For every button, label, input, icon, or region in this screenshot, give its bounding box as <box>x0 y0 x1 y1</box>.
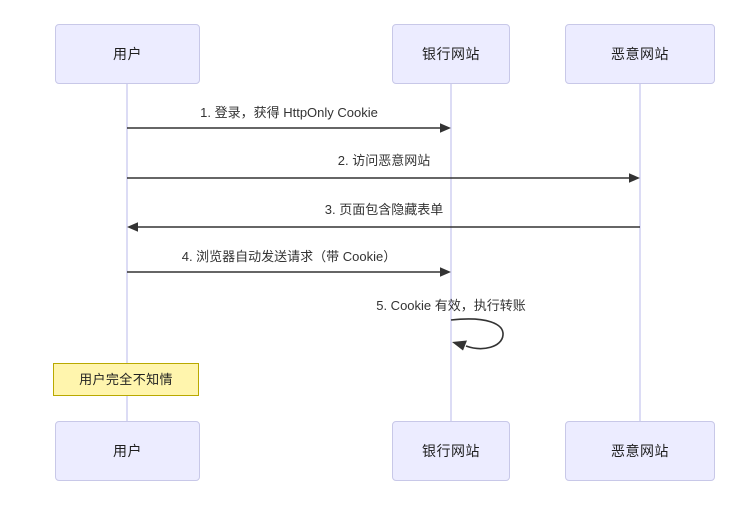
participant-box-bank-top[interactable]: 银行网站 <box>392 24 510 84</box>
participant-box-bank-bottom[interactable]: 银行网站 <box>392 421 510 481</box>
participant-label-malicious-top: 恶意网站 <box>611 46 669 62</box>
participant-label-bank-top: 银行网站 <box>422 46 480 62</box>
participant-label-user-bottom: 用户 <box>113 443 142 459</box>
note-text: 用户完全不知情 <box>79 372 173 387</box>
note-user-unaware[interactable]: 用户完全不知情 <box>53 363 199 396</box>
message-arrow-1 <box>127 123 451 133</box>
message-arrow-2 <box>127 173 640 183</box>
message-label-1: 1. 登录，获得 HttpOnly Cookie <box>200 105 378 120</box>
message-label-3: 3. 页面包含隐藏表单 <box>324 202 444 217</box>
lifeline-user <box>126 84 128 421</box>
participant-box-user-top[interactable]: 用户 <box>55 24 200 84</box>
participant-box-user-bottom[interactable]: 用户 <box>55 421 200 481</box>
message-label-4: 4. 浏览器自动发送请求（带 Cookie） <box>181 249 397 264</box>
participant-box-malicious-bottom[interactable]: 恶意网站 <box>565 421 715 481</box>
lifeline-malicious <box>639 84 641 421</box>
message-arrow-3 <box>127 222 640 232</box>
participant-label-malicious-bottom: 恶意网站 <box>611 443 669 459</box>
message-label-2: 2. 访问恶意网站 <box>337 153 431 168</box>
lifeline-bank <box>450 84 452 421</box>
message-label-5: 5. Cookie 有效，执行转账 <box>376 298 526 313</box>
participant-label-bank-bottom: 银行网站 <box>422 443 480 459</box>
participant-box-malicious-top[interactable]: 恶意网站 <box>565 24 715 84</box>
message-arrow-5-self-loop <box>450 318 504 351</box>
participant-label-user-top: 用户 <box>113 46 142 62</box>
message-arrow-4 <box>127 267 451 277</box>
